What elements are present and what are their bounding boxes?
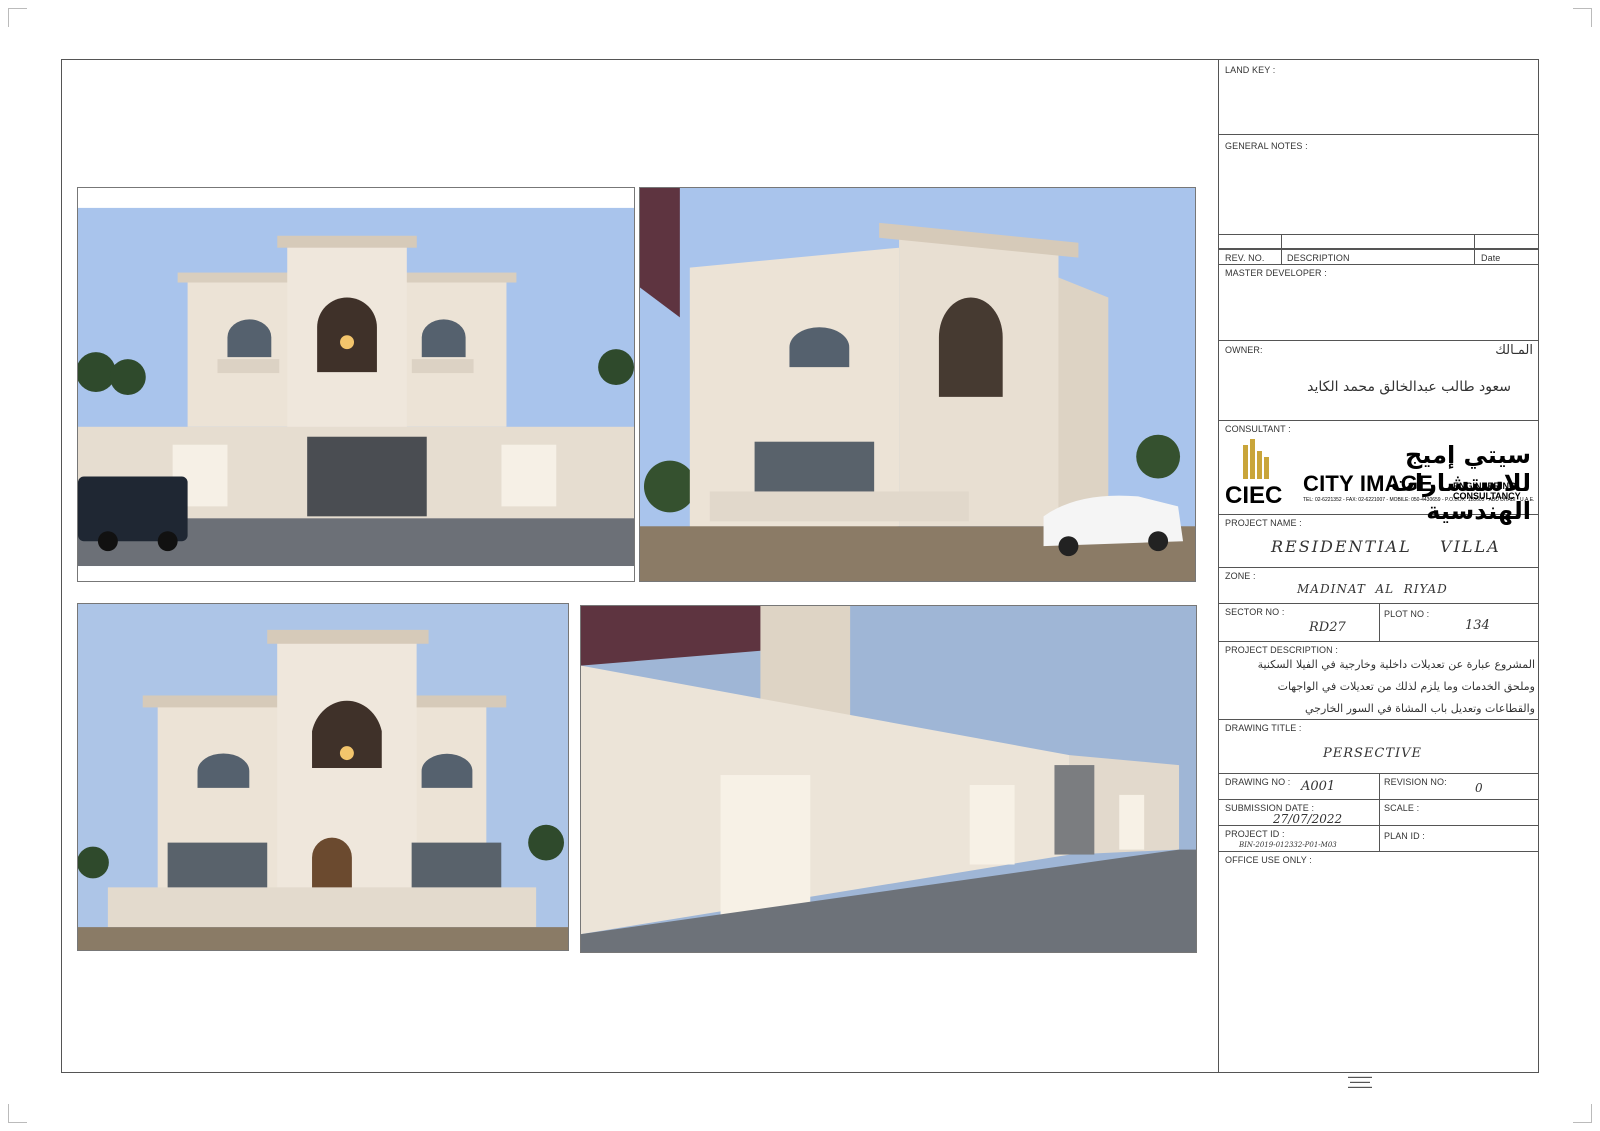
project-id-label: PROJECT ID : (1225, 829, 1285, 839)
project-description-row: PROJECT DESCRIPTION : المشروع عبارة عن ت… (1219, 642, 1539, 720)
project-description-line-3: والقطاعات وتعديل باب المشاة في السور الخ… (1304, 702, 1535, 715)
consultant-logo: CIEC سيتي إميج للاستشارات الهندسية CITY … (1223, 437, 1537, 525)
plan-id-label: PLAN ID : (1384, 831, 1425, 841)
owner-label-arabic: المـالك (1495, 343, 1533, 358)
villa-front-perspective-image (78, 604, 568, 950)
render-boundary-wall (580, 605, 1197, 953)
drawing-no-value: A001 (1301, 779, 1336, 794)
consultant-name-english: CITY IMAGE (1303, 471, 1433, 496)
project-name-row: PROJECT NAME : RESIDENTIAL VILLA (1219, 515, 1539, 568)
rev-no-header: REV. NO. (1225, 253, 1265, 263)
drawing-sheet-border (61, 59, 1539, 1073)
general-notes-row: GENERAL NOTES : (1219, 135, 1539, 249)
sector-no-label: SECTOR NO : (1225, 607, 1285, 617)
revision-no-label: REVISION NO: (1384, 777, 1447, 787)
consultant-label: CONSULTANT : (1225, 424, 1291, 434)
master-developer-label: MASTER DEVELOPER : (1225, 268, 1327, 278)
render-front-elevation (77, 187, 635, 582)
villa-side-perspective-image (640, 188, 1195, 581)
drawing-title-value: PERSECTIVE (1323, 746, 1423, 761)
plot-no-value: 134 (1465, 618, 1490, 633)
sector-no-value: RD27 (1309, 620, 1346, 635)
revision-no-value: 0 (1475, 781, 1483, 795)
general-notes-label: GENERAL NOTES : (1225, 141, 1308, 151)
drawing-revision-row: DRAWING NO : A001 REVISION NO: 0 (1219, 774, 1539, 800)
project-description-line-1: المشروع عبارة عن تعديلات داخلية وخارجية … (1257, 658, 1535, 671)
description-header: DESCRIPTION (1287, 253, 1350, 263)
consultant-contact: TEL: 02-6221352 - FAX: 02-6221007 - MOBI… (1303, 497, 1535, 503)
office-use-row: OFFICE USE ONLY : (1219, 852, 1539, 1073)
crop-mark-bottom-right (1573, 1104, 1592, 1123)
submission-scale-row: SUBMISSION DATE : 27/07/2022 SCALE : (1219, 800, 1539, 826)
drawing-title-label: DRAWING TITLE : (1225, 723, 1302, 733)
crop-mark-top-right (1573, 8, 1592, 27)
project-name-label: PROJECT NAME : (1225, 518, 1302, 528)
crop-mark-bottom-left (8, 1104, 27, 1123)
land-key-label: LAND KEY : (1225, 65, 1276, 75)
office-use-label: OFFICE USE ONLY : (1225, 855, 1312, 865)
project-name-value: RESIDENTIAL VILLA (1271, 537, 1501, 556)
render-front-perspective (77, 603, 569, 951)
zone-value: MADINAT AL RIYAD (1297, 582, 1448, 596)
sector-plot-row: SECTOR NO : RD27 PLOT NO : 134 (1219, 604, 1539, 642)
title-block: LAND KEY : GENERAL NOTES : REV. NO. DESC… (1218, 59, 1539, 1073)
scale-label: SCALE : (1384, 803, 1420, 813)
consultant-subtitle: ENGINEERING CONSULTANCY (1453, 481, 1521, 501)
render-perspective-side (639, 187, 1196, 582)
submission-date-value: 27/07/2022 (1273, 812, 1343, 826)
revision-header-row: REV. NO. DESCRIPTION Date (1219, 249, 1539, 265)
crop-mark-top-left (8, 8, 27, 27)
owner-label: OWNER: (1225, 345, 1263, 355)
master-developer-row: MASTER DEVELOPER : (1219, 265, 1539, 341)
plot-no-label: PLOT NO : (1384, 609, 1430, 619)
project-id-value: BIN-2019-012332-P01-M03 (1239, 841, 1337, 849)
owner-row: OWNER: المـالك سعود طالب عبدالخالق محمد … (1219, 341, 1539, 421)
logo-mark-text: CIEC (1225, 482, 1282, 509)
date-header: Date (1481, 253, 1501, 263)
zone-label: ZONE : (1225, 571, 1256, 581)
consultant-name-arabic: سيتي إميج للاستشارات الهندسية (1390, 441, 1531, 525)
land-key-row: LAND KEY : (1219, 59, 1539, 135)
project-description-label: PROJECT DESCRIPTION : (1225, 645, 1338, 655)
project-plan-id-row: PROJECT ID : BIN-2019-012332-P01-M03 PLA… (1219, 826, 1539, 852)
footnote-stamp-text: ▬▬▬▬▬▬▬▬▬▬▬▬▬▬▬▬▬ (1348, 1074, 1372, 1089)
project-description-line-2: وملحق الخدمات وما يلزم لذلك من تعديلات ف… (1277, 680, 1535, 693)
submission-date-label: SUBMISSION DATE : (1225, 803, 1315, 813)
city-image-logo-mark: CIEC (1225, 439, 1282, 509)
zone-row: ZONE : MADINAT AL RIYAD (1219, 568, 1539, 604)
villa-front-elevation-image (78, 188, 634, 581)
drawing-title-row: DRAWING TITLE : PERSECTIVE (1219, 720, 1539, 774)
consultant-row: CONSULTANT : CIEC سيتي إميج للاستشارات ا… (1219, 421, 1539, 525)
drawing-no-label: DRAWING NO : (1225, 777, 1291, 787)
owner-name: سعود طالب عبدالخالق محمد الكايد (1307, 379, 1511, 395)
revision-table-row (1219, 234, 1539, 250)
boundary-wall-image (581, 606, 1196, 952)
